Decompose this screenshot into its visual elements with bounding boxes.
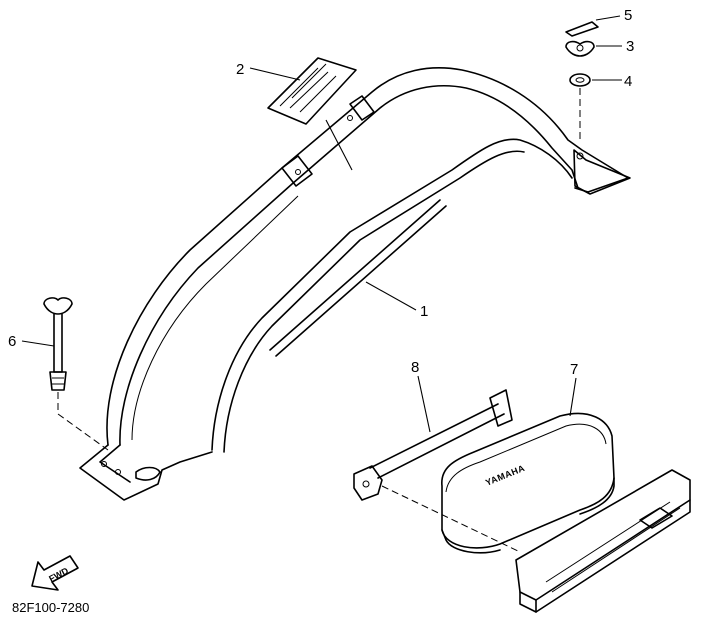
- tool-case-drawing: YAMAHA: [441, 412, 615, 554]
- fender-drawing: [79, 67, 631, 501]
- strap-drawing: [353, 389, 513, 501]
- callout-6: 6: [8, 333, 16, 350]
- callout-5-leader: [595, 15, 621, 21]
- callout-1-leader: [365, 281, 417, 311]
- washer-drawing: [569, 73, 591, 87]
- strap-alignment-line: [381, 485, 521, 553]
- callout-3: 3: [626, 38, 634, 55]
- bracket-drawing: [515, 469, 691, 613]
- bolt-drawing: [43, 297, 73, 391]
- callout-2-pointer: [325, 119, 353, 171]
- callout-8: 8: [411, 359, 419, 376]
- callout-8-leader: [417, 375, 431, 433]
- callout-2: 2: [236, 61, 244, 78]
- wing-nut-drawing: [565, 40, 595, 57]
- callout-6-leader: [21, 340, 55, 347]
- tool-case-brand: YAMAHA: [484, 463, 526, 488]
- fwd-label: FWD: [47, 565, 70, 584]
- callout-4: 4: [624, 73, 632, 90]
- fwd-arrow-icon: FWD: [31, 555, 79, 591]
- callout-7-leader: [569, 377, 577, 417]
- callout-5: 5: [624, 7, 632, 24]
- callout-7: 7: [570, 361, 578, 378]
- clip-drawing: [565, 21, 599, 37]
- drawing-code: 82F100-7280: [12, 600, 89, 615]
- callout-1: 1: [420, 303, 428, 320]
- bolt-alignment-line: [57, 392, 109, 451]
- callout-2-leader: [249, 67, 301, 81]
- label-plate-drawing: [267, 57, 357, 125]
